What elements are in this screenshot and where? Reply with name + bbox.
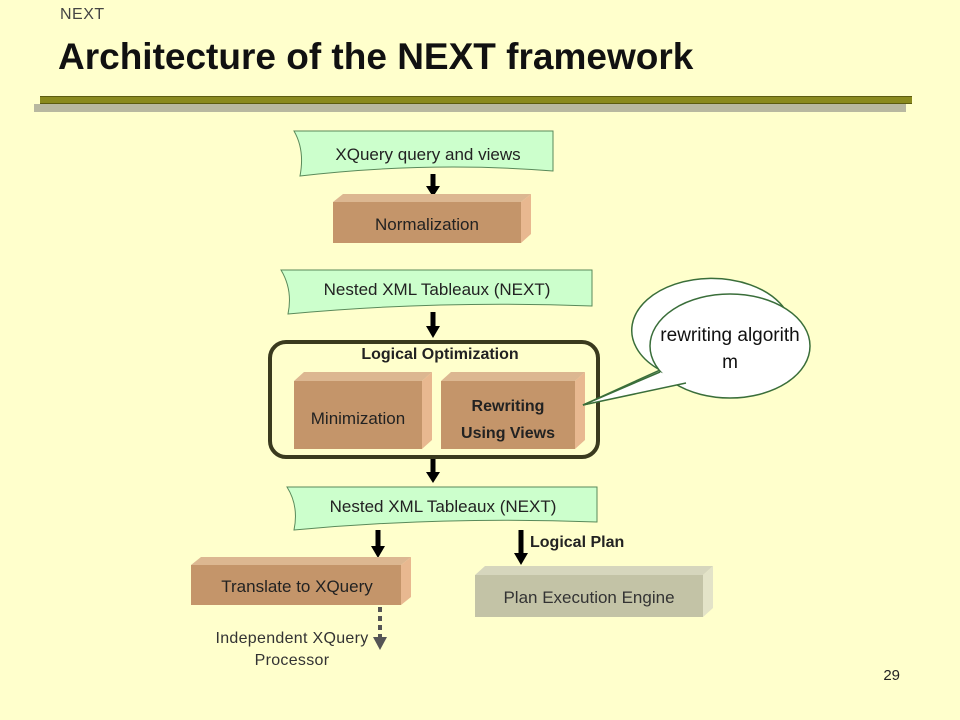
rewriting-node: Rewriting Using Views [441,372,585,449]
callout-bubble [582,277,811,406]
section-label: NEXT [60,6,105,23]
next-document-label-1: Nested XML Tableaux (NEXT) [324,280,551,299]
next-document-node-1: Nested XML Tableaux (NEXT) [280,269,593,315]
input-document-node: XQuery query and views [293,130,554,177]
translate-node: Translate to XQuery [191,557,411,605]
independent-processor-label: Independent XQuery Processor [215,630,369,669]
callout-text: rewriting algorith m [660,325,800,373]
plan-engine-node: Plan Execution Engine [475,566,713,617]
plan-engine-label: Plan Execution Engine [503,588,674,607]
arrow-input-to-normalization [426,174,440,197]
title-rule-shadow [34,104,906,112]
minimization-label: Minimization [311,409,405,428]
minimization-node: Minimization [294,372,432,449]
slide-title: Architecture of the NEXT framework [58,36,694,77]
title-rule [40,96,912,104]
normalization-node: Normalization [333,194,531,243]
next-document-label-2: Nested XML Tableaux (NEXT) [330,497,557,516]
rewriting-label-line2: Using Views [461,425,555,442]
dashed-arrow-to-processor [373,607,387,650]
arrow-next-to-optimization [426,312,440,338]
next-document-node-2: Nested XML Tableaux (NEXT) [286,486,598,531]
translate-label: Translate to XQuery [221,577,373,596]
arrow-next-to-translate [371,530,385,558]
logical-plan-label: Logical Plan [530,534,625,551]
logical-optimization-label: Logical Optimization [361,346,519,363]
rewriting-label-line1: Rewriting [472,398,545,415]
normalization-label: Normalization [375,215,479,234]
arrow-next-to-plan-engine [514,530,528,565]
input-document-label: XQuery query and views [335,145,520,164]
page-number: 29 [883,667,900,684]
arrow-optimization-to-next [426,459,440,483]
